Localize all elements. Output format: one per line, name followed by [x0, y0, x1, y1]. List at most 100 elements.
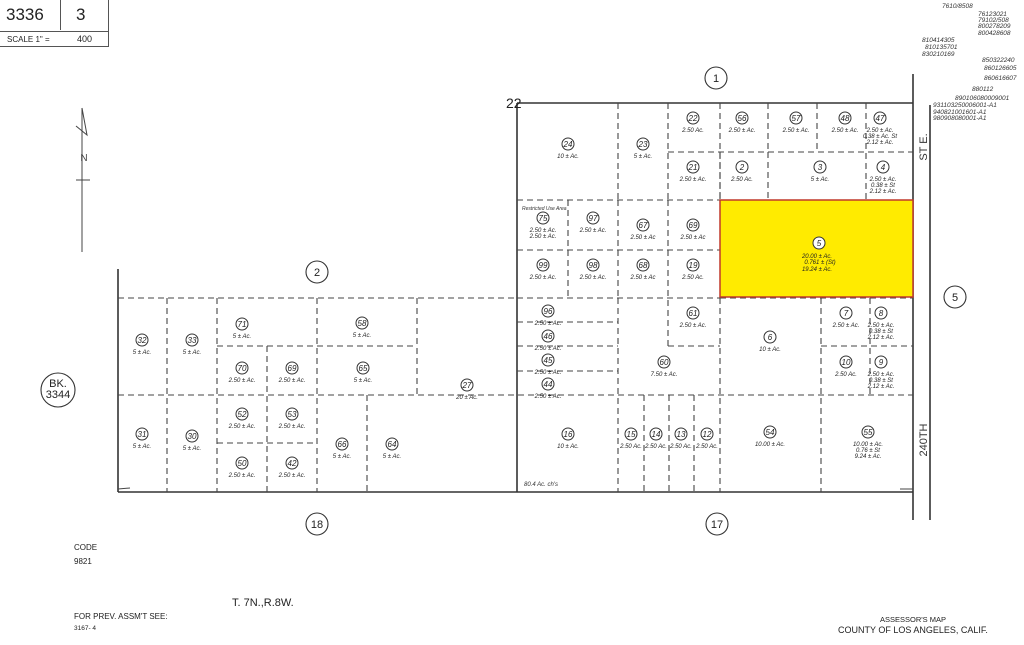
parcel-65[interactable]: 655 ± Ac. — [354, 361, 372, 384]
parcel-number: 55 — [864, 428, 873, 437]
parcel-71[interactable]: 715 ± Ac. — [233, 317, 251, 340]
parcel-22[interactable]: 22 2.50 Ac. — [681, 111, 704, 134]
parcel-60[interactable]: 607.50 ± Ac. — [651, 355, 678, 378]
parcel-number: 2 — [739, 163, 745, 172]
parcel-30[interactable]: 305 ± Ac. — [183, 429, 201, 452]
parcel-number: 7 — [844, 309, 849, 318]
parcel-7[interactable]: 72.50 ± Ac. — [832, 306, 860, 329]
parcel-acreage: 2.50 ± Ac. — [278, 378, 306, 384]
parcel-61[interactable]: 612.50 ± Ac. — [679, 306, 707, 329]
parcel-number: 27 — [462, 381, 472, 390]
svg-text:830210169: 830210169 — [922, 51, 955, 58]
parcel-marker — [285, 407, 299, 421]
book-reference-3344[interactable]: BK.3344 — [40, 372, 76, 408]
svg-text:7610/8508: 7610/8508 — [942, 3, 973, 10]
svg-text:BK.: BK. — [49, 378, 67, 390]
parcel-marker — [686, 160, 700, 174]
parcel-21[interactable]: 212.50 ± Ac. — [679, 160, 707, 183]
parcel-acreage: 2.50 ± Ac — [679, 235, 705, 241]
parcel-50[interactable]: 502.50 ± Ac. — [228, 456, 256, 479]
parcel-64[interactable]: 645 ± Ac. — [383, 437, 401, 460]
parcel-69b[interactable]: 692.50 ± Ac. — [278, 361, 306, 384]
parcel-marker — [839, 306, 853, 320]
parcel-number: 96 — [544, 307, 553, 316]
parcel-32[interactable]: 325 ± Ac. — [133, 333, 151, 356]
parcel-marker — [839, 355, 853, 369]
parcel-97[interactable]: 972.50 ± Ac. — [579, 211, 607, 234]
parcel-acreage: 2.50 ± Ac — [629, 235, 655, 241]
parcel-8[interactable]: 82.50 ± Ac.0.38 ± St2.12 ± Ac. — [867, 306, 895, 341]
parcel-number: 24 — [563, 140, 573, 149]
parcel-52[interactable]: 522.50 ± Ac. — [228, 407, 256, 430]
parcel-42[interactable]: 422.50 ± Ac. — [278, 456, 306, 479]
parcel-99[interactable]: 992.50 ± Ac. — [529, 258, 557, 281]
parcel-45[interactable]: 452.50 ± Ac. — [534, 353, 562, 376]
parcel-acreage: 5 ± Ac. — [133, 350, 151, 356]
parcel-24[interactable]: 24 10 ± Ac. — [557, 137, 579, 160]
parcel-96[interactable]: 962.50 ± Ac. — [534, 304, 562, 327]
svg-text:18: 18 — [311, 519, 323, 531]
parcel-2[interactable]: 2 2.50 Ac. — [730, 160, 753, 183]
parcel-acreage: 2.50 ± Ac. — [728, 128, 756, 134]
parcel-6[interactable]: 610 ± Ac. — [759, 330, 781, 353]
parcel-57[interactable]: 572.50 ± Ac. — [782, 111, 810, 134]
parcel-58[interactable]: 585 ± Ac. — [353, 316, 371, 339]
map-page-number: 3 — [76, 5, 86, 24]
parcel-13[interactable]: 132.50 Ac. — [669, 427, 692, 450]
parcel-acreage: 2.50 ± Ac. — [228, 473, 256, 479]
parcel-acreage: 10 ± Ac. — [557, 154, 579, 160]
parcel-acreage: 2.50 Ac. — [681, 128, 704, 134]
parcel-acreage: 2.50 Ac. — [834, 372, 857, 378]
parcel-15[interactable]: 152.50 Ac. — [619, 427, 642, 450]
parcel-44[interactable]: 442.50 ± Ac. — [534, 377, 562, 400]
parcel-47[interactable]: 472.50 ± Ac.0.38 ± Ac. St2.12 ± Ac. — [863, 111, 897, 146]
svg-text:931103250006001-A1: 931103250006001-A1 — [933, 102, 997, 109]
parcel-acreage: 2.50 ± Ac. — [679, 177, 707, 183]
parcel-69[interactable]: 692.50 ± Ac — [679, 218, 706, 241]
parcel-46[interactable]: 462.50 ± Ac. — [534, 329, 562, 352]
parcel-19[interactable]: 192.50 Ac. — [681, 258, 704, 281]
parcel-acreage: 2.12 ± Ac. — [869, 189, 897, 195]
parcel-12[interactable]: 122.50 Ac. — [695, 427, 718, 450]
svg-text:810414305: 810414305 — [922, 37, 955, 44]
parcel-14[interactable]: 142.50 Ac. — [644, 427, 667, 450]
north-label: N — [80, 153, 87, 164]
parcel-number: 53 — [288, 410, 297, 419]
parcel-3[interactable]: 35 ± Ac. — [811, 160, 829, 183]
parcel-number: 23 — [638, 140, 648, 149]
parcel-68[interactable]: 682.50 ± Ac — [629, 258, 656, 281]
parcel-67[interactable]: 672.50 ± Ac — [629, 218, 656, 241]
parcel-33[interactable]: 335 ± Ac. — [183, 333, 201, 356]
parcel-98[interactable]: 982.50 ± Ac. — [579, 258, 607, 281]
parcel-23[interactable]: 235 ± Ac. — [634, 137, 652, 160]
parcel-marker — [874, 306, 888, 320]
parcel-10[interactable]: 102.50 Ac. — [834, 355, 857, 378]
parcel-4[interactable]: 42.50 ± Ac.0.38 ± St2.12 ± Ac. — [869, 160, 897, 195]
parcel-53[interactable]: 532.50 ± Ac. — [278, 407, 306, 430]
parcel-marker — [536, 211, 550, 225]
parcel-marker — [874, 355, 888, 369]
parcel-marker — [763, 330, 777, 344]
parcel-marker — [674, 427, 688, 441]
parcel-acreage: 5 ± Ac. — [353, 333, 371, 339]
parcel-number: 42 — [288, 459, 297, 468]
section-marker-1: 1 — [704, 66, 728, 90]
parcel-9[interactable]: 92.50 ± Ac.0.38 ± St2.12 ± Ac. — [867, 355, 895, 390]
parcel-5-marker — [812, 236, 826, 250]
parcel-acreage: 2.50 Ac. — [730, 177, 753, 183]
parcel-number: 22 — [688, 114, 698, 123]
parcel-48[interactable]: 482.50 ± Ac. — [831, 111, 859, 134]
parcel-56[interactable]: 562.50 ± Ac. — [728, 111, 756, 134]
header-outer — [0, 0, 109, 47]
parcel-number: 44 — [544, 380, 553, 389]
parcel-66[interactable]: 665 ± Ac. — [333, 437, 351, 460]
parcel-70[interactable]: 702.50 ± Ac. — [228, 361, 256, 384]
parcel-75[interactable]: 752.50 ± Ac.2.50 ± Ac. — [529, 211, 557, 240]
parcel-31[interactable]: 315 ± Ac. — [133, 427, 151, 450]
parcel-number: 64 — [388, 440, 397, 449]
